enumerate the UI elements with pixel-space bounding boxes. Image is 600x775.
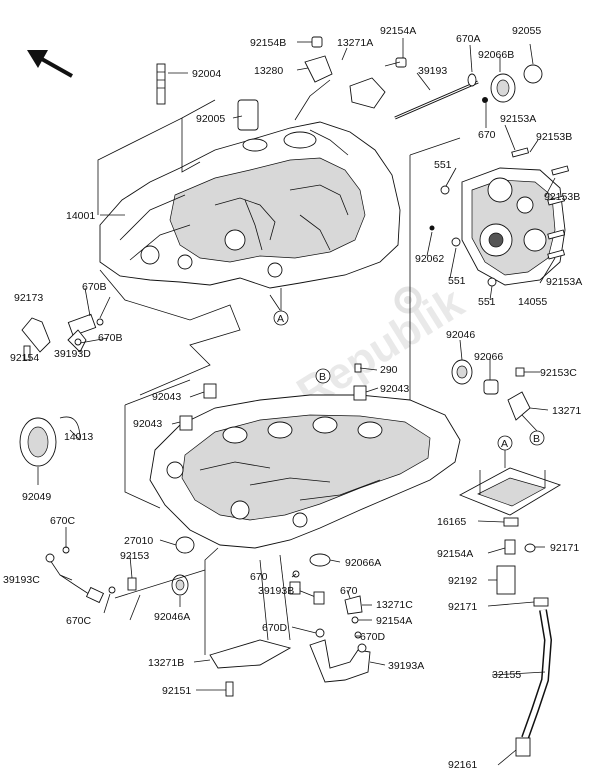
- label-92043: 92043: [152, 391, 181, 403]
- label-27010: 27010: [124, 535, 153, 547]
- label-92066: 92066: [474, 351, 503, 363]
- label-92171-b: 92171: [448, 601, 477, 613]
- label-670D-b: 670D: [360, 631, 386, 643]
- svg-text:B: B: [533, 433, 540, 445]
- label-551-b: 551: [448, 275, 466, 287]
- label-92005: 92005: [196, 113, 225, 125]
- label-92004: 92004: [192, 68, 221, 80]
- label-92171: 92171: [550, 542, 579, 554]
- label-92154B: 92154B: [250, 37, 286, 49]
- label-670C: 670C: [50, 515, 76, 527]
- label-551: 551: [434, 159, 452, 171]
- oil-pan-16165: [458, 467, 562, 555]
- label-92046A: 92046A: [154, 611, 190, 623]
- part-labels: 92154B 13280 13271A 92154A 670A 92055 92…: [3, 25, 582, 771]
- leader-lines: [37, 38, 556, 766]
- pipe-39193B: [289, 570, 325, 605]
- label-92043-c: 92043: [133, 418, 162, 430]
- label-92062: 92062: [415, 253, 444, 265]
- label-670D: 670D: [262, 622, 288, 634]
- label-39193D: 39193D: [54, 348, 91, 360]
- label-14013: 14013: [64, 431, 93, 443]
- label-670B-b: 670B: [98, 332, 123, 344]
- pipe-39193A: [309, 628, 371, 683]
- svg-text:B: B: [319, 371, 326, 383]
- label-92153B: 92153B: [536, 131, 572, 143]
- callout-b-side: B: [521, 414, 545, 446]
- pipe-39193C: [45, 546, 116, 604]
- drain-pipe-32155: [496, 565, 553, 757]
- label-92049: 92049: [22, 491, 51, 503]
- label-92173: 92173: [14, 292, 43, 304]
- label-670A: 670A: [456, 33, 481, 45]
- label-39193A: 39193A: [388, 660, 424, 672]
- label-92153: 92153: [120, 550, 149, 562]
- label-92153A: 92153A: [500, 113, 536, 125]
- breather-parts: [304, 36, 407, 109]
- label-92192: 92192: [448, 575, 477, 587]
- label-92066A: 92066A: [345, 557, 381, 569]
- label-13271C: 13271C: [376, 599, 413, 611]
- callout-a-upper: A: [273, 288, 289, 326]
- label-92153A-b: 92153A: [546, 276, 582, 288]
- label-92153C: 92153C: [540, 367, 577, 379]
- upper-crankcase: [99, 63, 401, 289]
- label-92066B: 92066B: [478, 49, 514, 61]
- label-13271B: 13271B: [148, 657, 184, 669]
- label-13271A: 13271A: [337, 37, 373, 49]
- oil-pipe-39193D: [21, 313, 104, 361]
- svg-text:A: A: [501, 438, 508, 450]
- direction-arrow-icon: [27, 50, 73, 78]
- label-14001: 14001: [66, 210, 95, 222]
- label-32155: 32155: [492, 669, 521, 681]
- label-14055: 14055: [518, 296, 547, 308]
- label-551-c: 551: [478, 296, 496, 308]
- callout-b-lower: B: [315, 368, 331, 384]
- label-39193C: 39193C: [3, 574, 40, 586]
- label-13280: 13280: [254, 65, 283, 77]
- svg-text:A: A: [277, 313, 284, 325]
- label-39193B: 39193B: [258, 585, 294, 597]
- label-670-c: 670: [340, 585, 358, 597]
- label-92154: 92154: [10, 352, 39, 364]
- callout-a-pan: A: [497, 435, 513, 468]
- label-92154A: 92154A: [380, 25, 416, 37]
- label-92154A-r: 92154A: [437, 548, 473, 560]
- label-92161: 92161: [448, 759, 477, 771]
- label-16165: 16165: [437, 516, 466, 528]
- label-670C-b: 670C: [66, 615, 92, 627]
- label-670B: 670B: [82, 281, 107, 293]
- shaft-39193: [394, 64, 543, 120]
- label-92043-b: 92043: [380, 383, 409, 395]
- label-92154A-b: 92154A: [376, 615, 412, 627]
- label-290: 290: [380, 364, 398, 376]
- label-92151: 92151: [162, 685, 191, 697]
- cover-14055: [429, 147, 570, 287]
- label-92055: 92055: [512, 25, 541, 37]
- label-670-b: 670: [250, 571, 268, 583]
- lower-crankcase: [149, 363, 461, 549]
- label-670: 670: [478, 129, 496, 141]
- label-92153B-b: 92153B: [544, 191, 580, 203]
- seal-92049: [19, 416, 81, 467]
- label-92046: 92046: [446, 329, 475, 341]
- label-13271: 13271: [552, 405, 581, 417]
- label-39193: 39193: [418, 65, 447, 77]
